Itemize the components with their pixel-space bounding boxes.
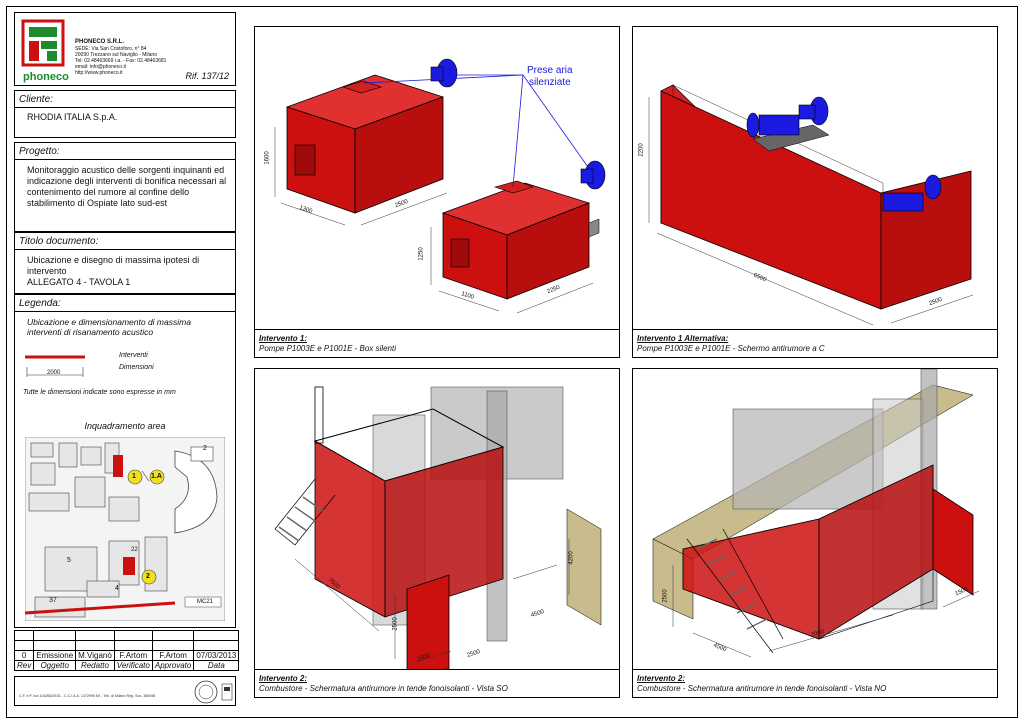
legend-description: Ubicazione e dimensionamento di massima …: [27, 317, 191, 337]
map-label-1a: 1.A: [151, 473, 162, 480]
dim-label: 1250: [418, 247, 425, 261]
company-name: PHONECO S.R.L.: [75, 39, 125, 45]
legend-dim-sample: 2000: [47, 370, 61, 376]
revision-row: 0 Emissione M.Viganò F.Artom F.Artom 07/…: [13, 650, 240, 661]
client-heading: Cliente:: [19, 94, 53, 105]
project-description: Monitoraggio acustico delle sorgenti inq…: [27, 165, 227, 208]
dim-label: 4200: [568, 551, 575, 565]
client-section: Cliente: RHODIA ITALIA S.p.A.: [14, 90, 236, 138]
company-address: SEDE: Via San Cristoforo, n° 84 20090 Tr…: [75, 46, 167, 76]
drawing-schermo-c: [648, 84, 974, 326]
document-title-section: Titolo documento: Ubicazione e disegno d…: [14, 232, 236, 294]
document-title-text: Ubicazione e disegno di massima ipotesi …: [27, 255, 200, 287]
caption-intervento-2-no: Intervento 2: Combustore - Schermatura a…: [633, 669, 997, 697]
map-label-4: 4: [115, 585, 119, 592]
drawing-combustore-no: [652, 369, 980, 658]
revision-table: 0 Emissione M.Viganò F.Artom F.Artom 07/…: [13, 630, 240, 671]
map-label-5: 5: [67, 557, 71, 564]
map-label-2-north: 2: [203, 445, 207, 452]
accreditation-logo-icon: [221, 683, 233, 701]
panel-intervento-1: Prese aria silenziate 1600 1300 2500 125…: [254, 26, 620, 358]
area-map: [25, 437, 225, 621]
map-label-2: 2: [146, 573, 150, 580]
project-section: Progetto: Monitoraggio acustico delle so…: [14, 142, 236, 232]
footer-text: C.F. e P. Iva 11526620151 - C.C.I.A.A. 1…: [19, 694, 156, 698]
panel-intervento-1-alternativa: 2200 6500 2500 Intervento 1 Alternativa:…: [632, 26, 998, 358]
caption-intervento-2-so: Intervento 2: Combustore - Schermatura a…: [255, 669, 619, 697]
annotation-prese-aria: Prese aria silenziate: [527, 65, 573, 88]
dim-label: 2500: [392, 617, 399, 631]
legend-heading: Legenda:: [19, 298, 61, 309]
dim-label: 2200: [638, 143, 645, 157]
map-label-mc21: MC21: [197, 599, 214, 605]
certification-seal-icon: [194, 680, 218, 704]
caption-intervento-1: Intervento 1: Pompe P1003E e P1001E - Bo…: [255, 329, 619, 357]
legend-section: Legenda: Ubicazione e dimensionamento di…: [14, 294, 236, 628]
logo-text: phoneco: [23, 71, 69, 83]
drawing-combustore-so: [274, 386, 602, 671]
client-value: RHODIA ITALIA S.p.A.: [27, 112, 118, 122]
drawing-sheet: [6, 6, 1018, 718]
phoneco-logo: [21, 19, 65, 67]
company-header: phoneco PHONECO S.R.L. SEDE: Via San Cri…: [14, 12, 236, 86]
map-label-22: 22: [131, 547, 138, 553]
legend-interventi-label: Interventi: [119, 352, 148, 359]
title-block: phoneco PHONECO S.R.L. SEDE: Via San Cri…: [10, 8, 240, 708]
legend-symbols: [25, 355, 85, 377]
dim-label: 2500: [662, 589, 669, 603]
map-label-1: 1: [132, 473, 136, 480]
revision-header-row: Rev Oggetto Redatto Verificato Approvato…: [13, 660, 240, 671]
footer-box: C.F. e P. Iva 11526620151 - C.C.I.A.A. 1…: [14, 676, 236, 706]
panel-intervento-2-so: 7500 4200 4500 2500 2500 1500 Intervento…: [254, 368, 620, 698]
units-note: Tutte le dimensioni indicate sono espres…: [23, 389, 176, 396]
panel-intervento-2-no: 2500 7000 4500 1500 Intervento 2: Combus…: [632, 368, 998, 698]
map-label-37: 37: [49, 597, 57, 604]
document-title-heading: Titolo documento:: [19, 236, 99, 247]
project-heading: Progetto:: [19, 146, 60, 157]
area-title: Inquadramento area: [84, 421, 166, 431]
reference-number: Rif. 137/12: [185, 71, 229, 81]
dim-label: 1600: [264, 151, 271, 165]
caption-intervento-1-alt: Intervento 1 Alternativa: Pompe P1003E e…: [633, 329, 997, 357]
legend-dimensioni-label: Dimensioni: [119, 364, 154, 371]
drawing-box-silenti: [274, 58, 606, 314]
